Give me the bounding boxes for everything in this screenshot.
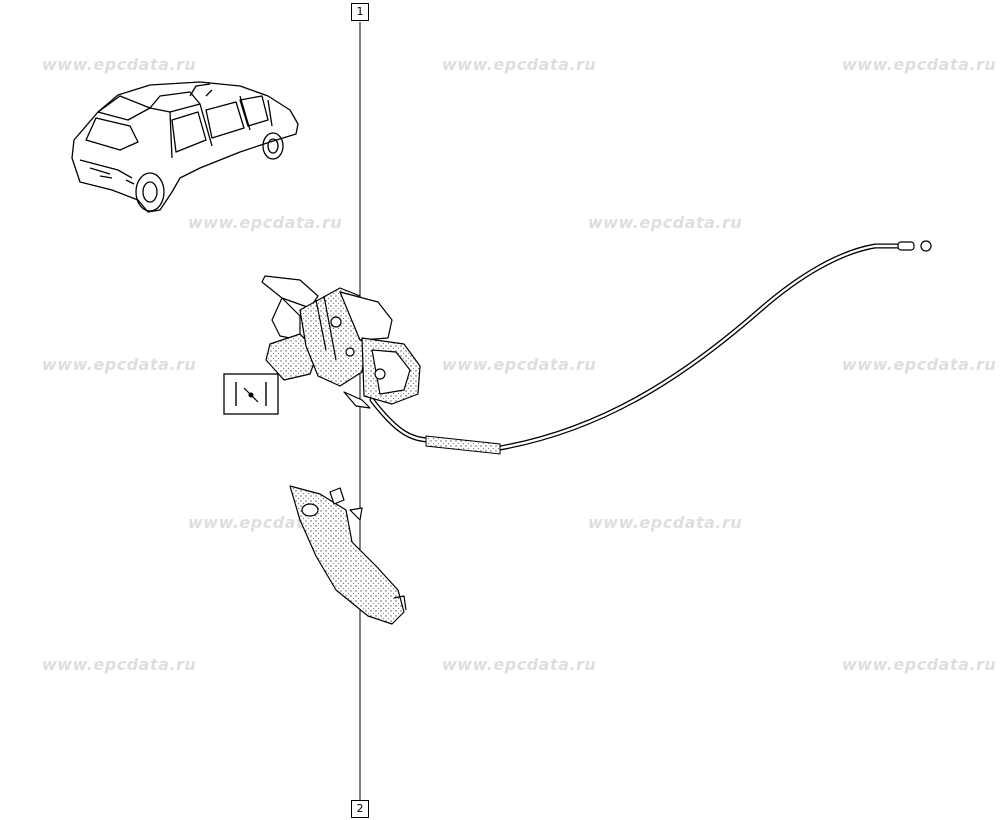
watermark: www.epcdata.ru: [842, 55, 997, 74]
watermark: www.epcdata.ru: [442, 355, 597, 374]
release-lever-assembly: [261, 275, 421, 409]
watermark: www.epcdata.ru: [842, 655, 997, 674]
watermark: www.epcdata.ru: [188, 213, 343, 232]
watermark: www.epcdata.ru: [42, 355, 197, 374]
tool-symbol: [223, 373, 279, 415]
watermark: www.epcdata.ru: [442, 655, 597, 674]
car-illustration: [71, 81, 299, 213]
watermark: www.epcdata.ru: [442, 55, 597, 74]
watermark: www.epcdata.ru: [42, 655, 197, 674]
watermark: www.epcdata.ru: [588, 213, 743, 232]
watermark: www.epcdata.ru: [842, 355, 997, 374]
callout-1: 1: [351, 3, 369, 21]
callout-2: 2: [351, 800, 369, 818]
bonnet-release-cable: [369, 240, 932, 455]
watermark: www.epcdata.ru: [588, 513, 743, 532]
watermark: www.epcdata.ru: [42, 55, 197, 74]
lever-trim-cover: [289, 485, 407, 625]
